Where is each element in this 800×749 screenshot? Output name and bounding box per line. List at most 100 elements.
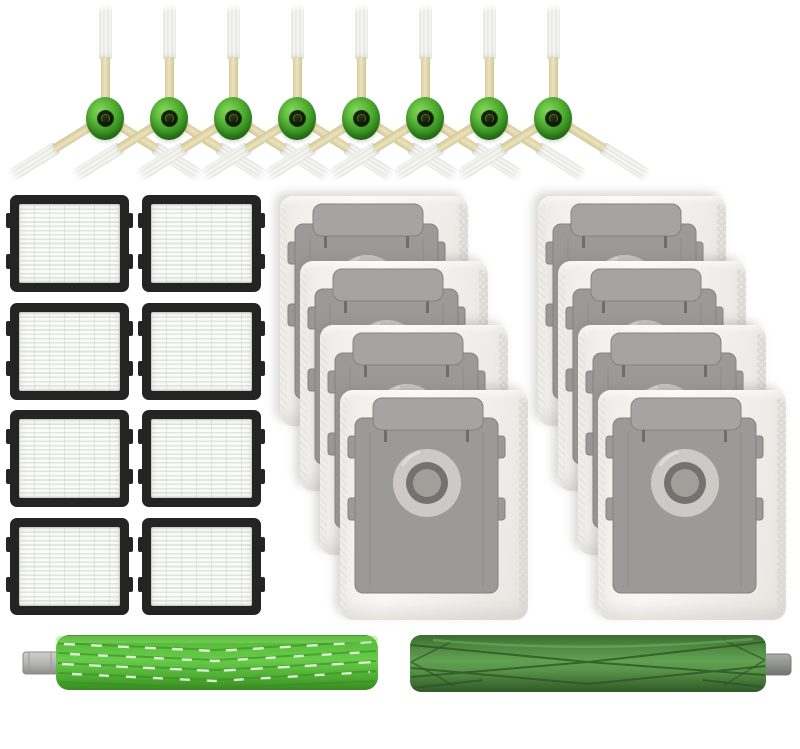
brush-arm-up [354, 4, 368, 117]
filter-tab [128, 361, 133, 377]
brush-hub [470, 97, 508, 140]
brush-arm-up [98, 4, 112, 117]
brush-hub-cap [224, 110, 242, 127]
filter-tab [6, 253, 11, 269]
hepa-filter [6, 195, 133, 292]
filter-tab [138, 213, 143, 229]
brush-stalk [164, 57, 174, 117]
filter-pleats [19, 311, 120, 391]
filter-tab [128, 213, 133, 229]
filter-pleats [151, 419, 252, 499]
bag-port-inner [413, 468, 441, 497]
fin-dashes [61, 640, 375, 683]
filter-tab [260, 576, 265, 592]
bag-faceplate [347, 397, 506, 593]
brush-stalk [548, 57, 558, 117]
brush-stalk [100, 57, 110, 117]
filter-tab [128, 321, 133, 337]
brush-hub-cap [288, 110, 306, 127]
hepa-filter [138, 195, 265, 292]
brush-hub [278, 97, 316, 140]
hepa-filter [138, 410, 265, 508]
bag-top-cap [590, 268, 702, 301]
filter-pleats [151, 311, 252, 391]
brush-hub-cap [416, 110, 434, 127]
brush-stalk [356, 57, 366, 117]
filter-pleats [151, 204, 252, 283]
brush-hub [214, 97, 252, 140]
hepa-filter [138, 518, 265, 616]
hepa-filter [138, 302, 265, 400]
brush-hub [534, 97, 572, 140]
brush-hub-cap [544, 110, 562, 127]
filter-pleats [19, 527, 120, 607]
brush-hub [86, 97, 124, 140]
hepa-filter [6, 410, 133, 508]
filter-tab [138, 576, 143, 592]
filter-tab [6, 213, 11, 229]
brush-arm-up [226, 4, 240, 117]
filter-tab [260, 361, 265, 377]
dust-bag-group-left [280, 190, 540, 645]
brush-stalk [292, 57, 302, 117]
brush-stalk [484, 57, 494, 117]
brush-hub-cap [160, 110, 178, 127]
vane-roller-brush [410, 635, 792, 692]
bristle-tuft [5, 141, 61, 183]
brush-arm-up [290, 4, 304, 117]
bag-top-cap [352, 332, 464, 366]
axle-stub [762, 653, 792, 676]
vane-edges [410, 641, 766, 689]
filter-tab [260, 428, 265, 444]
filter-tab [6, 536, 11, 552]
dust-bag [598, 384, 786, 620]
brush-arm-up [482, 4, 496, 117]
bag-top-cap [570, 203, 682, 237]
filter-tab [128, 428, 133, 444]
bag-top-cap [312, 203, 424, 237]
bristle-tuft [597, 141, 653, 183]
filter-pleats [151, 527, 252, 607]
brush-hub-cap [352, 110, 370, 127]
filter-tab [6, 321, 11, 337]
brush-hub [342, 97, 380, 140]
bag-top-cap [610, 332, 722, 366]
bag-port-inner [671, 468, 699, 497]
hepa-filter [6, 302, 133, 400]
bag-top-cap [372, 397, 484, 430]
fin-roller-brush [22, 635, 378, 690]
brush-stalk [420, 57, 430, 117]
brush-hub [150, 97, 188, 140]
hepa-filter [6, 518, 133, 616]
filter-tab [138, 361, 143, 377]
filter-tab [6, 428, 11, 444]
bristle-tuft [162, 4, 176, 60]
brush-arm-up [162, 4, 176, 117]
filter-tab [128, 576, 133, 592]
filter-tab [6, 361, 11, 377]
dust-bag [340, 384, 528, 620]
brush-arm-up [546, 4, 560, 117]
filter-tab [260, 253, 265, 269]
filter-tab [260, 536, 265, 552]
bristle-tuft [482, 4, 496, 60]
filter-tab [128, 469, 133, 485]
axle-stub [22, 651, 60, 675]
filter-tab [128, 253, 133, 269]
brush-hub-cap [96, 110, 114, 127]
filter-tab [138, 321, 143, 337]
filter-tab [260, 321, 265, 337]
bag-top-cap [332, 268, 444, 301]
brush-hub-cap [480, 110, 498, 127]
filter-tab [6, 576, 11, 592]
filter-tab [138, 469, 143, 485]
bag-top-cap [630, 397, 742, 430]
filter-tab [138, 428, 143, 444]
filter-tab [128, 536, 133, 552]
bristle-tuft [98, 4, 112, 60]
filter-tab [138, 253, 143, 269]
brush-arm-up [418, 4, 432, 117]
filter-pleats [19, 204, 120, 283]
bristle-tuft [290, 4, 304, 60]
